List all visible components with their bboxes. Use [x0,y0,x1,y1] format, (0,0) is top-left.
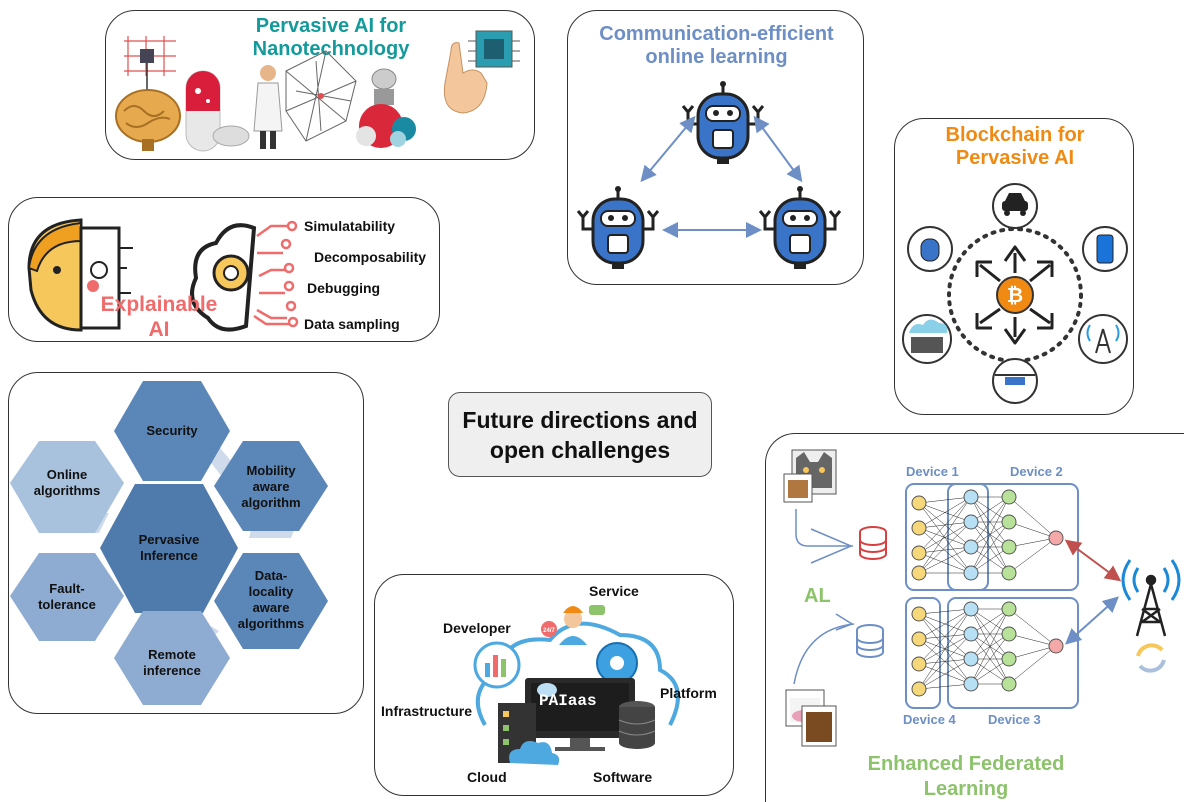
hex-mobility [214,441,328,531]
hex-label-fault: Fault-tolerance [38,581,96,612]
center-title-line2: open challenges [489,436,671,463]
robot-node-icon [907,226,953,272]
label-infrastructure: Infrastructure [381,703,473,719]
robot-left-icon [576,184,660,271]
svg-text:₿: ₿ [1007,285,1023,307]
hex-fault [10,553,124,641]
service-badge: 24/7 [543,628,555,634]
hex-remote [114,611,230,705]
link-top-left [640,115,696,183]
label-developer: Developer [443,620,511,636]
blockchain-title: Blockchain for Pervasive AI [945,124,1085,169]
scientist-icon [253,65,283,149]
drone-node-icon [992,358,1038,404]
hex-data [214,553,328,649]
explainable-ai-title: Explainable AI [100,293,218,341]
hex-pervasive [100,484,238,613]
center-title-box: Future directions and open challenges [448,392,712,477]
hex-online [10,441,124,533]
device2-box [947,483,1079,591]
communication-title: Communication-efficient online learning [599,23,834,68]
brain-icon [115,89,181,151]
developer-icon [473,641,521,689]
label-platform: Platform [660,685,717,701]
monitor-icon [525,678,635,751]
database-red-icon [859,526,887,560]
brain-gear-icon [190,223,257,332]
link-top-right [753,115,803,183]
hexagon-graph [10,381,328,705]
platform-disc-icon [596,642,638,684]
paiaas-screen-label: PAIaas [539,692,597,710]
database-icon [618,701,656,749]
robot-network [576,79,842,271]
sync-icon [1136,643,1166,673]
device1-label: Device 1 [906,464,959,479]
blockchain-panel: Blockchain for Pervasive AI ₿ [894,118,1134,415]
nanotechnology-illustration [115,30,520,152]
xai-data-sampling: Data sampling [304,316,400,332]
service-agent-icon [541,605,605,645]
device4-label: Device 4 [903,712,956,727]
device4-box [905,597,941,709]
hand-chip-icon [443,30,520,114]
chip-network-icon [124,36,176,91]
tower-node-icon [1078,314,1128,364]
phone-node-icon [1082,226,1128,272]
xai-debugging: Debugging [307,280,381,296]
lattice-icon [285,50,357,142]
link-device3-tower [1065,596,1119,645]
federated-title: Enhanced Federated Learning [867,753,1065,800]
cell-tower-icon [1135,574,1167,637]
device1-box [905,483,989,591]
hex-security [114,381,230,481]
paiaas-illustration: 24/7 [473,605,680,765]
database-blue-icon [856,624,884,658]
robot-top-icon [681,79,765,166]
center-title-line1: Future directions and [462,406,698,433]
pill-icon [185,70,250,152]
federated-diagram [783,449,1181,747]
al-label: AL [804,585,831,607]
human-robot-face-icon [27,218,133,332]
blockchain-diagram: ₿ [902,183,1128,404]
device3-label: Device 3 [988,712,1041,727]
bitcoin-icon [996,276,1034,314]
cat-image-icon [783,449,837,503]
paiaas-panel: 24/7 PAIaas Service Developer Platform I… [374,574,734,796]
explainable-ai-illustration [27,218,299,332]
explainable-ai-panel: Explainable AI Simulatability Decomposab… [8,197,440,342]
car-node-icon [992,183,1038,229]
robot-right-icon [758,184,842,271]
cow-image-icon [785,689,837,747]
cloud-node-icon [902,314,952,364]
xai-decomposability: Decomposability [314,249,427,265]
robot-arm-icon [356,68,416,148]
device2-label: Device 2 [1010,464,1063,479]
federated-learning-panel: Device 1 Device 2 Device 4 Device 3 AL E… [765,433,1184,802]
nanotechnology-title: Pervasive AI for Nanotechnology [252,15,410,60]
hex-label-security: Security [146,423,198,438]
nanotechnology-panel: Pervasive AI for Nanotechnology [105,10,535,160]
link-device2-tower [1064,539,1122,582]
label-cloud: Cloud [467,769,507,785]
label-service: Service [589,583,639,599]
xai-simulatability: Simulatability [304,218,396,234]
label-software: Software [593,769,653,785]
communication-panel: Communication-efficient online learning [567,10,864,285]
cloud-icon [509,741,560,765]
